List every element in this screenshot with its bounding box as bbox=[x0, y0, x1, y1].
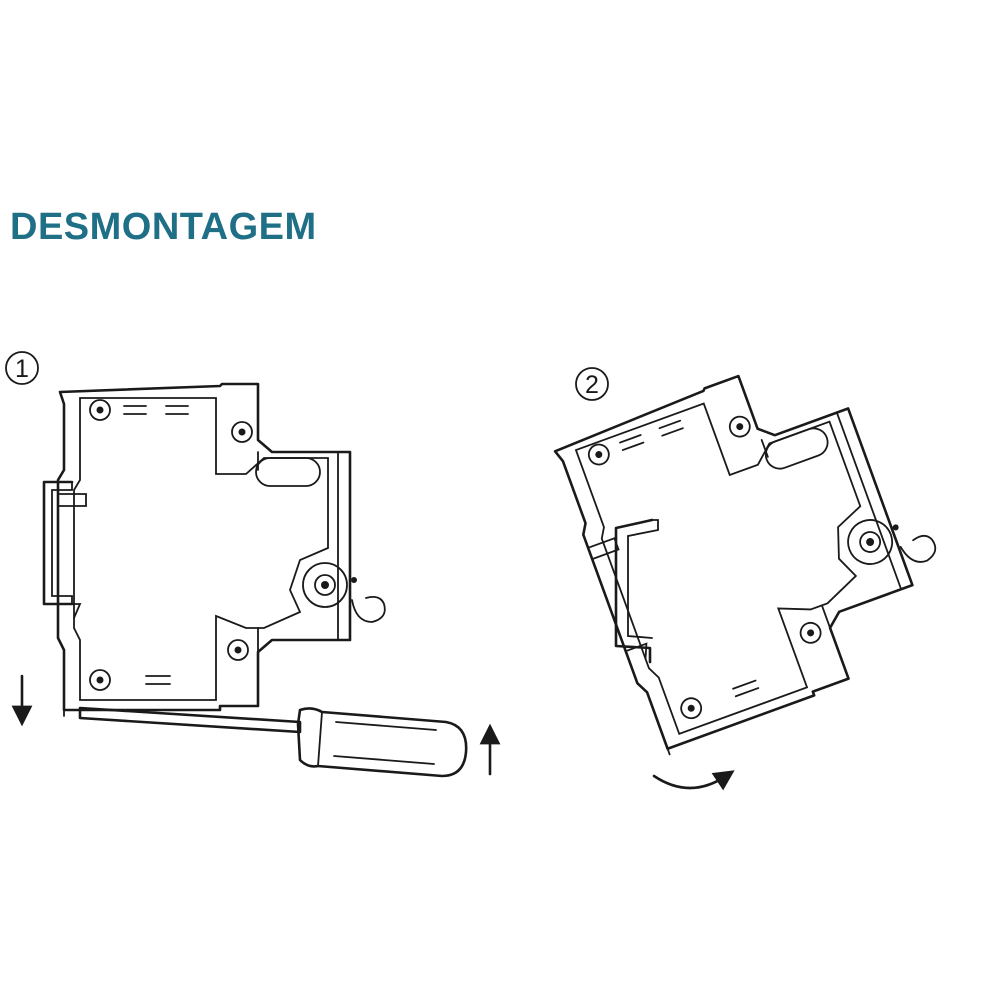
breaker-tilted-icon bbox=[549, 331, 973, 758]
step-1-badge bbox=[5, 351, 39, 385]
step-2-badge bbox=[575, 367, 609, 401]
curved-arrow-icon bbox=[652, 770, 735, 791]
din-rail-icon bbox=[614, 518, 654, 664]
din-rail-icon bbox=[42, 480, 74, 606]
step-1-number: 1 bbox=[15, 355, 29, 383]
step-2: 2 bbox=[549, 331, 973, 791]
step-2-number: 2 bbox=[585, 371, 599, 399]
page-title: DESMONTAGEM bbox=[10, 206, 317, 248]
screwdriver-icon bbox=[78, 706, 468, 778]
step-1: 1 bbox=[5, 351, 501, 778]
breaker-side-view-icon bbox=[56, 382, 387, 718]
